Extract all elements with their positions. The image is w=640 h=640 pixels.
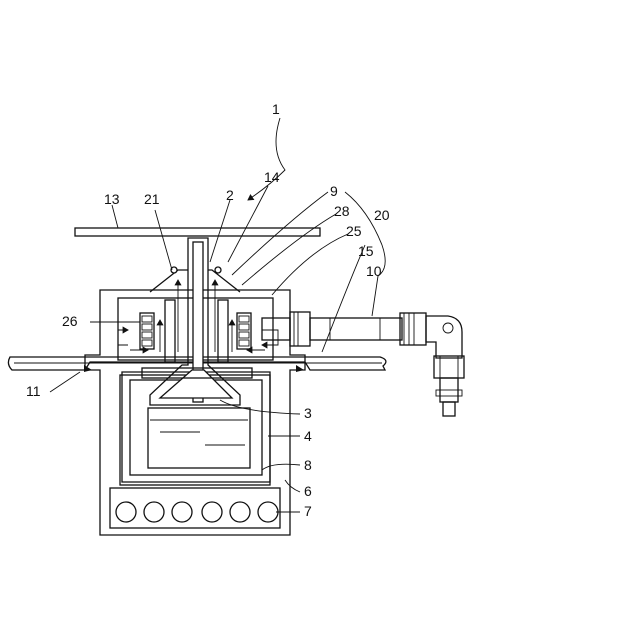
label-13: 13 — [104, 191, 120, 207]
label-10: 10 — [366, 263, 382, 279]
ceiling-plate-13 — [75, 228, 320, 236]
label-9: 9 — [330, 183, 338, 199]
label-4: 4 — [304, 428, 312, 444]
connector-fitting — [434, 356, 464, 416]
label-6: 6 — [304, 483, 312, 499]
label-1: 1 — [272, 101, 280, 117]
label-20: 20 — [374, 207, 390, 223]
label-11: 11 — [26, 383, 41, 399]
label-7: 7 — [304, 503, 312, 519]
label-14: 14 — [264, 169, 280, 185]
label-15: 15 — [358, 243, 374, 259]
label-25: 25 — [346, 223, 362, 239]
pipe-10 — [310, 313, 462, 358]
label-8: 8 — [304, 457, 312, 473]
label-3: 3 — [304, 405, 312, 421]
label-26: 26 — [62, 313, 78, 329]
label-21: 21 — [144, 191, 160, 207]
label-28: 28 — [334, 203, 350, 219]
label-2: 2 — [226, 187, 234, 203]
